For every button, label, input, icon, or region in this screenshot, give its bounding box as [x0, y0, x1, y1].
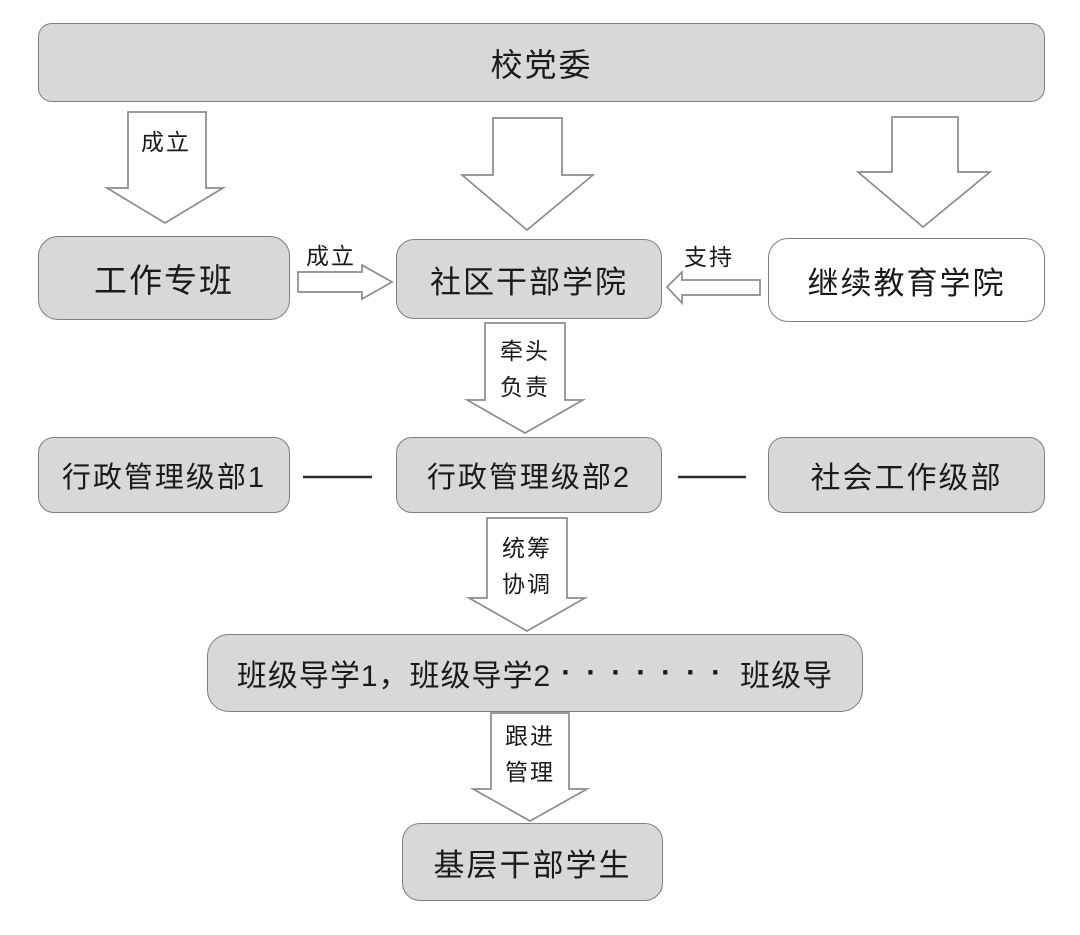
- edge-label-establish-top: 成立: [141, 129, 191, 155]
- block-arrow-left-support-icon: [665, 269, 761, 306]
- edge-label-lead-responsible: 牵头 负责: [500, 333, 550, 405]
- node-admin-grade-dept-1: 行政管理级部1: [38, 437, 290, 513]
- block-arrow-down-middle-icon: [459, 117, 596, 232]
- block-arrow-right-establish-icon: [297, 263, 394, 301]
- node-community-cadre-college: 社区干部学院: [396, 239, 662, 319]
- edge-label-support: 支持: [684, 244, 734, 270]
- edge-label-follow-line2: 管理: [505, 759, 555, 785]
- edge-label-lead-line1: 牵头: [500, 338, 550, 364]
- edge-label-coordinate-line2: 协调: [502, 571, 552, 597]
- block-arrow-down-lead-icon: [463, 322, 587, 434]
- edge-label-lead-line2: 负责: [500, 374, 550, 400]
- edge-label-coordinate-line1: 统筹: [502, 535, 552, 561]
- edge-label-coordinate: 统筹 协调: [502, 530, 552, 602]
- node-class-tutors-prefix: 班级导学1，班级导学2: [236, 660, 552, 693]
- edge-label-follow-line1: 跟进: [505, 723, 555, 749]
- ellipsis-dots: ·······: [561, 656, 737, 689]
- node-grassroots-cadre-students: 基层干部学生: [402, 823, 663, 901]
- node-party-committee: 校党委: [38, 23, 1045, 102]
- node-social-work-grade-dept: 社会工作级部: [768, 437, 1045, 513]
- node-admin-grade-dept-2: 行政管理级部2: [396, 437, 662, 513]
- edge-label-follow-up: 跟进 管理: [505, 718, 555, 790]
- edge-label-establish-horizontal: 成立: [306, 243, 356, 269]
- block-arrow-down-right-icon: [855, 116, 993, 229]
- block-arrow-down-follow-icon: [469, 712, 591, 822]
- block-arrow-down-left-icon: [103, 111, 227, 224]
- node-class-tutors-suffix: 班级导: [740, 660, 834, 693]
- block-arrow-down-coordinate-icon: [465, 517, 589, 632]
- node-class-tutors: 班级导学1，班级导学2 ·······班级导: [207, 634, 863, 712]
- node-work-team: 工作专班: [38, 236, 290, 320]
- node-continuing-education-college: 继续教育学院: [768, 238, 1045, 322]
